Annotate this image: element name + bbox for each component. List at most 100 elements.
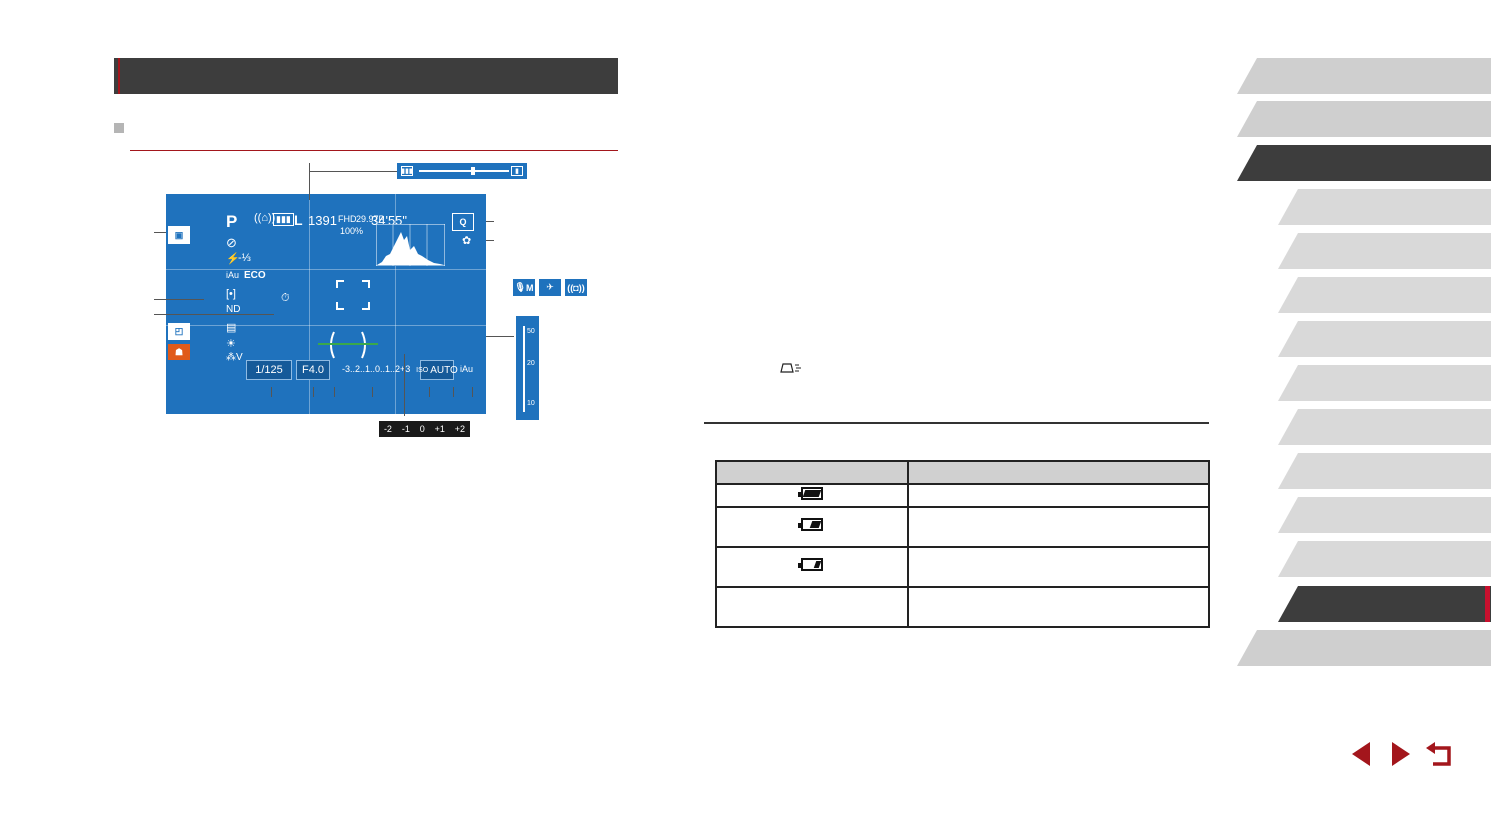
image-stabilizer-icon: ◰ [168, 323, 190, 340]
zoom-label-bottom: 10 [527, 400, 535, 407]
callout-line [472, 387, 473, 397]
shooting-mode: P [226, 212, 238, 231]
subsection-rule [130, 150, 618, 151]
eco-mode-label: ECO [244, 270, 266, 281]
grid-line-v1 [309, 194, 310, 414]
shutter-speed: 1/125 [246, 360, 292, 380]
current-tab-marker [1485, 586, 1490, 622]
wind-filter-icon: 🎙M [513, 279, 535, 296]
exposure-bar-tick: -2 [383, 424, 392, 434]
callout-line [154, 314, 274, 315]
battery-details-cell [907, 546, 1210, 588]
nd-filter-label: ND [226, 304, 241, 315]
section-divider [704, 422, 1209, 424]
callout-line [313, 387, 314, 397]
battery-medium-fill [809, 521, 822, 528]
callout-line [309, 163, 310, 200]
subsection-bullet-icon [114, 123, 124, 133]
white-balance-icon: ☀ [226, 338, 236, 350]
triangle-right-icon [1392, 742, 1410, 766]
callout-line [404, 354, 405, 416]
my-colors-icon: ⁂V [226, 352, 243, 363]
zoom-distance-rail [523, 326, 525, 412]
next-page-button[interactable] [1386, 740, 1416, 768]
image-quality-mode: L [294, 212, 303, 228]
battery-full-fill [802, 489, 822, 497]
movie-format-icon: 29.97P [356, 214, 385, 224]
back-button[interactable] [1425, 740, 1455, 768]
metering-icon: [•] [226, 288, 236, 300]
battery-header-details [907, 460, 1210, 485]
side-subtab-1[interactable] [1278, 189, 1491, 225]
zoom-knob [471, 167, 475, 175]
exposure-bar-tick: +1 [434, 424, 445, 434]
callout-line [271, 387, 272, 397]
side-tab-3-active[interactable] [1237, 145, 1491, 181]
section-header-accent [118, 58, 120, 94]
battery-table-header [715, 460, 1210, 485]
side-subtab-3[interactable] [1278, 277, 1491, 313]
zoom-label-top: 50 [527, 328, 535, 335]
callout-line [154, 299, 204, 300]
return-arrow-icon [1426, 742, 1451, 766]
zoom-wide-icon: ▮▮▮ [401, 166, 413, 176]
prev-page-button[interactable] [1346, 740, 1376, 768]
grid-line-h2 [166, 325, 486, 326]
callout-line [429, 387, 430, 397]
battery-display-cell [715, 506, 909, 548]
triangle-left-icon [1352, 742, 1370, 766]
callout-line [154, 232, 166, 233]
camera-screen: P ▣ ⊘ ⚡ -⅓ iAu ECO [•] ⏱ ND ▤ ◰ ☀ ☗ ⁂V (… [166, 194, 486, 414]
callout-line [486, 336, 514, 337]
side-tab-4[interactable] [1237, 630, 1491, 666]
aperture-value: F4.0 [296, 360, 330, 380]
movie-fps-indicator: 100% [340, 226, 364, 236]
af-frame [336, 280, 370, 310]
histogram [376, 224, 445, 266]
side-subtab-7[interactable] [1278, 453, 1491, 489]
exposure-bar-tick: -1 [401, 424, 410, 434]
battery-table [715, 460, 1210, 628]
iso-value: AUTO [430, 364, 458, 376]
flash-comp-icon: ⚡ [226, 253, 240, 265]
side-subtab-9[interactable] [1278, 541, 1491, 577]
table-row [715, 483, 1210, 508]
auto-lighting-icon: iAu [226, 270, 240, 280]
battery-display-cell [715, 586, 909, 628]
side-subtab-current[interactable] [1278, 586, 1491, 622]
side-subtab-4[interactable] [1278, 321, 1491, 357]
battery-low-icon [798, 558, 823, 571]
battery-full-icon [798, 486, 823, 500]
flash-off-icon: ⊘ [226, 235, 237, 250]
scene-icon: ▣ [168, 226, 190, 244]
section-header-bar [114, 58, 618, 94]
movie-quality-icon: FHD [338, 214, 357, 224]
zoom-bar: ▮▮▮ ▮ [397, 163, 527, 179]
zoom-track [419, 170, 509, 172]
battery-details-cell [907, 483, 1210, 508]
callout-line [372, 387, 373, 397]
battery-details-cell [907, 506, 1210, 548]
side-subtab-8[interactable] [1278, 497, 1491, 533]
battery-display-cell [715, 546, 909, 588]
zoom-distance-bar: 50 20 10 [516, 316, 539, 420]
side-tab-1[interactable] [1237, 58, 1491, 94]
camera-shake-icon: ((◘)) [565, 279, 587, 296]
exposure-bar: -2 -1 0 +1 +2 [379, 421, 470, 437]
grid-line-v2 [395, 194, 396, 414]
callout-line [486, 240, 494, 241]
battery-medium-icon [798, 518, 823, 531]
table-row [715, 586, 1210, 628]
battery-display-cell [715, 483, 909, 508]
side-subtab-2[interactable] [1278, 233, 1491, 269]
callout-line [486, 221, 494, 222]
exposure-bar-tick: +2 [454, 424, 466, 434]
battery-details-cell [907, 586, 1210, 628]
battery-header-display [715, 460, 909, 485]
side-subtab-5[interactable] [1278, 365, 1491, 401]
side-subtab-6[interactable] [1278, 409, 1491, 445]
table-row [715, 506, 1210, 548]
table-row [715, 546, 1210, 588]
side-tab-2[interactable] [1237, 101, 1491, 137]
